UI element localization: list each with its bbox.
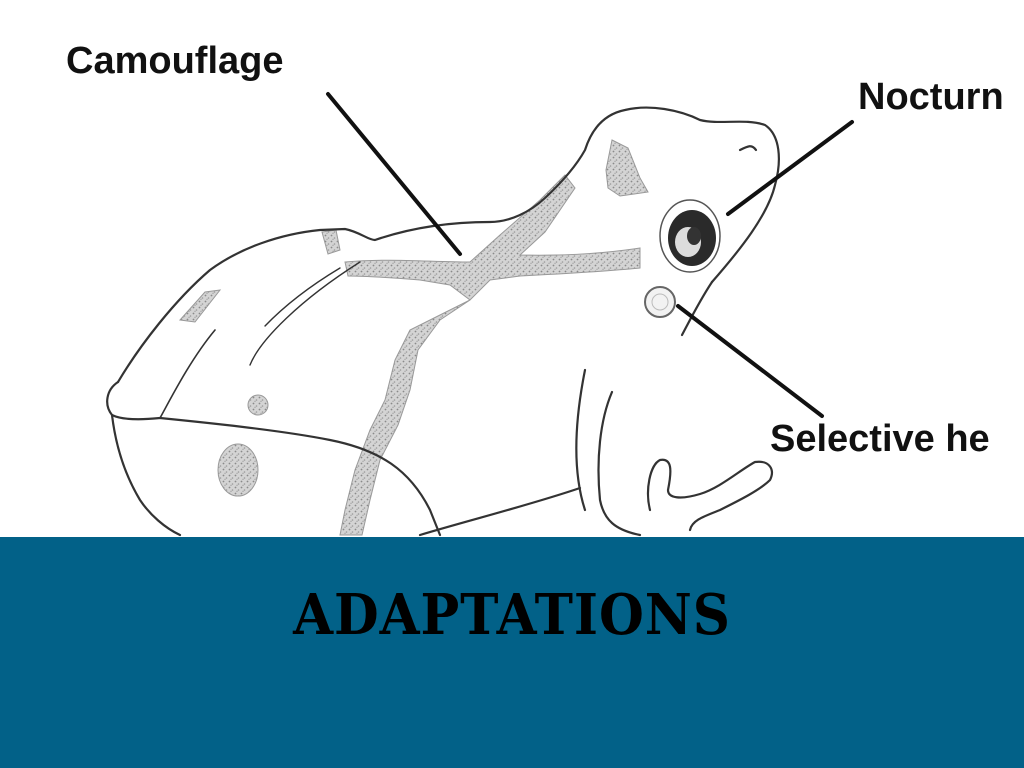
label-nocturnal: Nocturn [858, 76, 1004, 118]
camouflage-leader-line [326, 92, 462, 256]
selective-hearing-leader-line [676, 304, 824, 418]
label-selective-hearing: Selective he [770, 418, 990, 460]
title-band: ADAPTATIONS [0, 537, 1024, 768]
camouflage-pattern [178, 139, 649, 536]
frog-outline [106, 106, 780, 537]
eye [659, 199, 721, 273]
frog-diagram [106, 92, 854, 537]
tympanum [644, 286, 676, 318]
nocturnal-leader-line [726, 120, 854, 216]
slide-title: ADAPTATIONS [293, 582, 731, 648]
label-camouflage: Camouflage [66, 40, 284, 82]
leader-lines [326, 92, 854, 418]
